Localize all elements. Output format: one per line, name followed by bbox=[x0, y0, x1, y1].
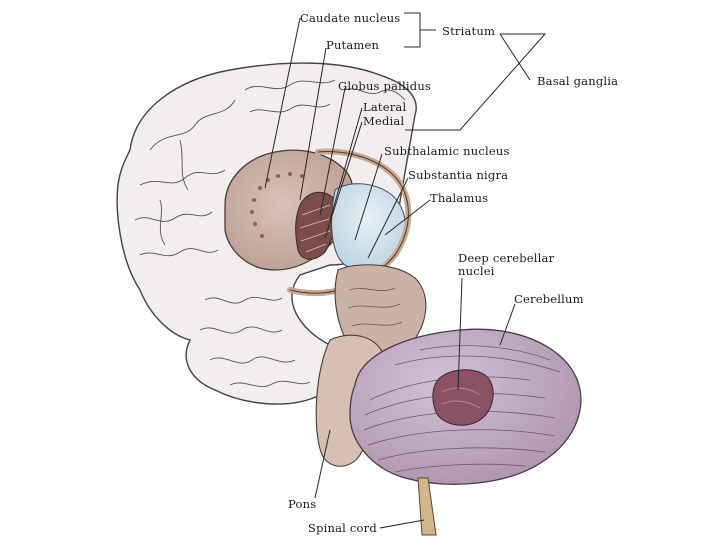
label-caudate-nucleus: Caudate nucleus bbox=[300, 11, 401, 25]
label-globus-pallidus: Globus pallidus bbox=[338, 79, 432, 93]
leader-lines bbox=[264, 12, 547, 529]
label-striatum: Striatum bbox=[442, 24, 496, 38]
label-medial: Medial bbox=[363, 114, 405, 128]
label-lateral: Lateral bbox=[363, 100, 407, 114]
cortex-gyri bbox=[134, 79, 406, 387]
cerebellar-folia bbox=[363, 345, 561, 473]
label-spinal-cord: Spinal cord bbox=[308, 521, 377, 535]
globus-pallidus-shape bbox=[295, 191, 338, 260]
label-basal-ganglia: Basal ganglia bbox=[537, 74, 619, 88]
label-cerebellum: Cerebellum bbox=[514, 292, 584, 306]
deep-cerebellar-nuclei-shape bbox=[432, 369, 494, 426]
spinal-cord-shape bbox=[417, 477, 437, 536]
label-putamen: Putamen bbox=[326, 38, 380, 52]
label-thalamus: Thalamus bbox=[430, 191, 489, 205]
label-deep-cerebellar-nuclei: Deep cerebellar nuclei bbox=[458, 251, 555, 278]
label-pons: Pons bbox=[288, 497, 317, 511]
label-substantia-nigra: Substantia nigra bbox=[408, 168, 509, 182]
label-subthalamic-nucleus: Subthalamic nucleus bbox=[384, 144, 510, 158]
pallidus-hatch bbox=[299, 204, 333, 253]
